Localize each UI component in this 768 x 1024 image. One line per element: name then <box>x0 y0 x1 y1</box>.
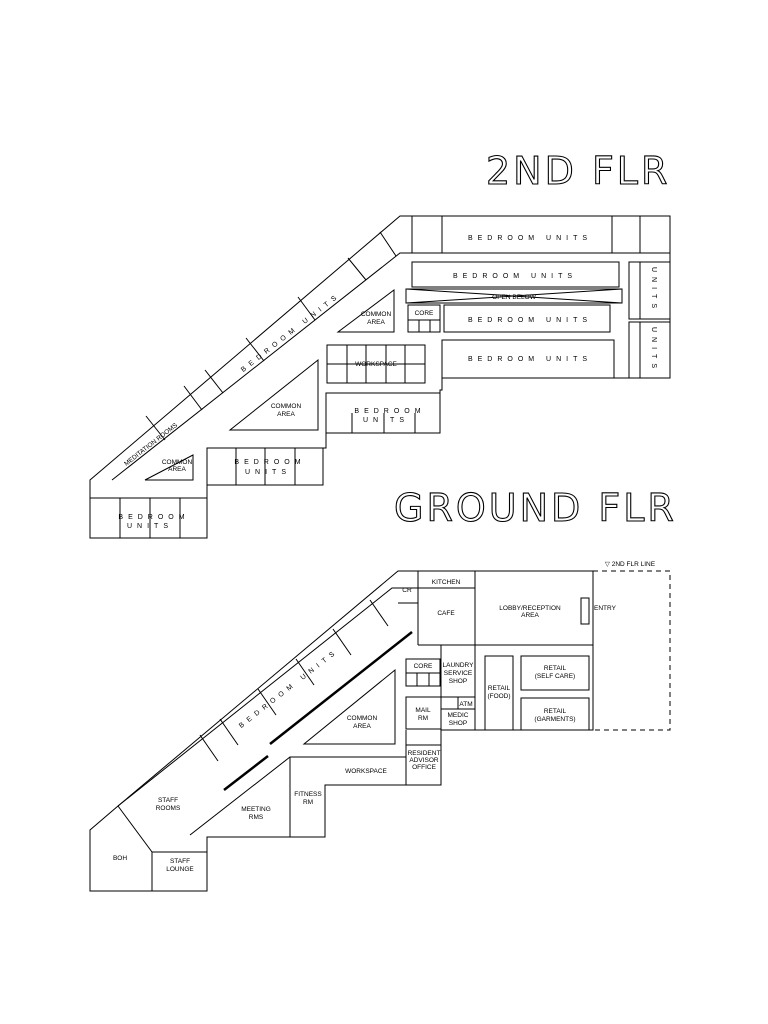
common-area-low <box>144 454 194 481</box>
bedroom-units-diag-label-gf: BEDROOM UNITS <box>238 648 340 730</box>
retail-food-label-b: (FOOD) <box>487 693 510 700</box>
common-area-gf-label-a: COMMON <box>347 715 378 722</box>
cr-label: CR <box>402 587 412 594</box>
right-units-lower <box>628 321 671 379</box>
mail-rm-label-a: MAIL <box>415 707 431 714</box>
bedroom-units-row4 <box>441 339 615 379</box>
ground-floor-title: GROUND FLR <box>394 486 677 530</box>
retail-food-label-a: RETAIL <box>488 685 511 692</box>
staff-rooms-label-a: STAFF <box>158 797 178 804</box>
common-area-gf-label-b: AREA <box>353 723 371 730</box>
right-units-lower-label: UNITS <box>650 327 657 373</box>
ground-diagonal-dividers <box>199 599 389 762</box>
cafe-label: CAFE <box>437 610 455 617</box>
second-floor-title: 2ND FLR <box>486 149 670 193</box>
mail-rm-label-b: RM <box>418 715 428 722</box>
bedroom-units-low-label-a: BEDROOM <box>234 459 305 466</box>
bedroom-units-row2 <box>411 261 620 288</box>
common-area-low-label-b: AREA <box>168 466 186 473</box>
laundry-label-c: SHOP <box>449 678 467 685</box>
workspace-label-gf: WORKSPACE <box>345 768 387 775</box>
bedroom-units-row4-label: BEDROOM UNITS <box>468 356 592 363</box>
common-area-top-label-a: COMMON <box>361 311 392 318</box>
second-floor-line-dashed <box>593 570 671 731</box>
boh-label: BOH <box>113 855 127 862</box>
medic-shop-label-a: MEDIC <box>448 712 469 719</box>
ground-floor-plan: ▽ 2ND FLR LINE BEDROOM UNITS CR KITCHEN … <box>89 561 671 892</box>
bedroom-units-row2-label: BEDROOM UNITS <box>453 273 577 280</box>
bedroom-units-low-label-b: UNITS <box>245 469 291 476</box>
bedroom-units-top-label: BEDROOM UNITS <box>468 235 592 242</box>
resident-advisor-office <box>405 744 442 786</box>
common-area-mid-label-b: AREA <box>277 411 295 418</box>
open-below-area <box>405 288 623 304</box>
medic-shop-label-b: SHOP <box>449 720 467 727</box>
open-below-label: OPEN BELOW <box>492 294 537 301</box>
fitness-rm-label-b: RM <box>303 799 313 806</box>
meeting-rms-label-b: RMS <box>249 814 264 821</box>
right-units-upper <box>628 261 671 320</box>
retail-self-care-label-b: (SELF CARE) <box>535 673 575 680</box>
resident-advisor-label-a: RESIDENT <box>408 750 441 757</box>
core-label-gf: CORE <box>414 663 433 670</box>
retail-self-care-label-a: RETAIL <box>544 665 567 672</box>
second-floor-inner-boundary <box>111 216 413 481</box>
second-floor-line-label: ▽ 2ND FLR LINE <box>605 561 656 568</box>
lobby-label-a: LOBBY/RECEPTION <box>499 605 561 612</box>
bedroom-units-mid-label-b: UNITS <box>363 417 409 424</box>
corridor-line-2 <box>223 755 269 791</box>
common-area-mid-label-a: COMMON <box>271 403 302 410</box>
retail-garments-label-b: (GARMENTS) <box>534 716 575 723</box>
ground-diagonal-inner <box>117 587 398 807</box>
entry-door <box>580 597 590 625</box>
retail-food <box>484 655 514 731</box>
bedroom-units-end-label-b: UNITS <box>127 523 173 530</box>
bedroom-units-row3-label: BEDROOM UNITS <box>468 317 592 324</box>
common-area-gf <box>302 668 396 745</box>
atm-label: ATM <box>459 701 472 708</box>
resident-advisor-label-b: ADVISOR <box>409 757 439 764</box>
common-area-top-label-b: AREA <box>367 319 385 326</box>
staff-lounge-label-b: LOUNGE <box>166 866 194 873</box>
core-room-2f <box>407 304 441 333</box>
retail-garments-label-a: RETAIL <box>544 708 567 715</box>
bedroom-units-end-label-a: BEDROOM <box>118 514 189 521</box>
common-area-low-label-a: COMMON <box>162 459 193 466</box>
boh-divider <box>117 805 153 891</box>
meeting-rms-label-a: MEETING <box>241 806 271 813</box>
bedroom-units-mid <box>325 392 441 434</box>
medic-shop <box>440 708 476 731</box>
common-area-top <box>336 289 395 333</box>
core-label-2f: CORE <box>415 310 434 317</box>
bedroom-units-row3 <box>443 304 611 333</box>
staff-lounge-label-a: STAFF <box>170 858 190 865</box>
common-area-mid <box>228 358 319 431</box>
retail-garments <box>520 697 590 731</box>
corridor-line <box>269 631 413 745</box>
laundry-label-a: LAUNDRY <box>443 662 475 669</box>
top-bedroom-row <box>412 216 670 254</box>
ground-floor-outline <box>89 570 594 892</box>
diagonal-unit-dividers <box>145 231 397 441</box>
retail-self-care <box>520 655 590 691</box>
bedroom-units-mid-label-a: BEDROOM <box>354 408 425 415</box>
lobby-label-b: AREA <box>521 612 539 619</box>
staff-rooms-label-b: ROOMS <box>156 805 181 812</box>
fitness-rm-label-a: FITNESS <box>294 791 322 798</box>
entry-label: ENTRY <box>594 605 617 612</box>
kitchen-label: KITCHEN <box>432 579 461 586</box>
resident-advisor-label-c: OFFICE <box>412 764 436 771</box>
right-units-upper-label: UNITS <box>650 267 657 313</box>
laundry-label-b: SERVICE <box>444 670 473 677</box>
workspace-label-2f: WORKSPACE <box>355 361 397 368</box>
